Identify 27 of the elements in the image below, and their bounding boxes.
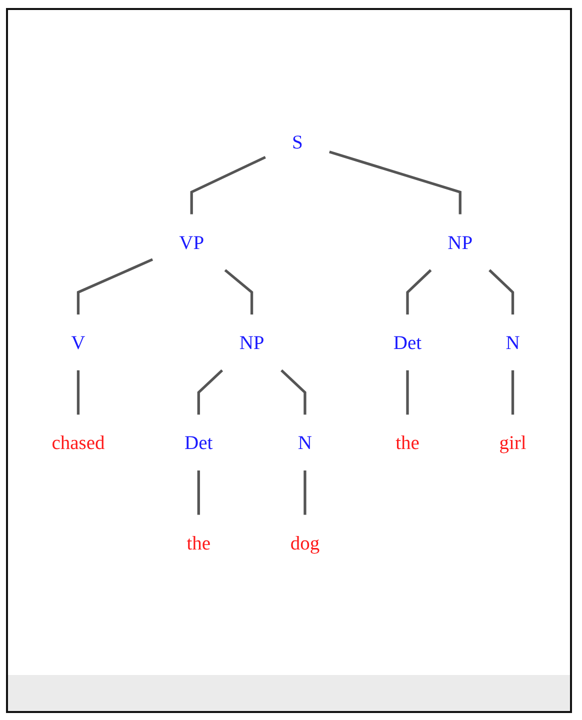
connector [280,369,306,415]
node-text: the [186,532,211,554]
connector [197,470,200,515]
node-text: S [292,131,303,154]
node-text: VP [179,231,204,254]
connector [406,370,409,415]
connector [190,156,266,214]
node-text: N [506,331,520,354]
connector [488,269,514,315]
node-text: chased [52,432,105,454]
node-text: NP [239,331,264,354]
connector [329,150,462,214]
node-text: girl [499,432,526,454]
node-text: the [396,432,420,454]
connector [197,369,224,415]
node-text: Det [184,432,213,454]
connector [406,269,432,315]
connector [224,269,254,315]
node-text: dog [290,532,320,554]
connector [76,258,154,315]
connector [76,370,80,415]
node-text: V [71,331,86,354]
node-text: N [298,432,312,454]
connector [304,470,306,515]
connector [511,370,514,415]
node-text: NP [448,231,473,254]
node-text: Det [393,331,422,354]
